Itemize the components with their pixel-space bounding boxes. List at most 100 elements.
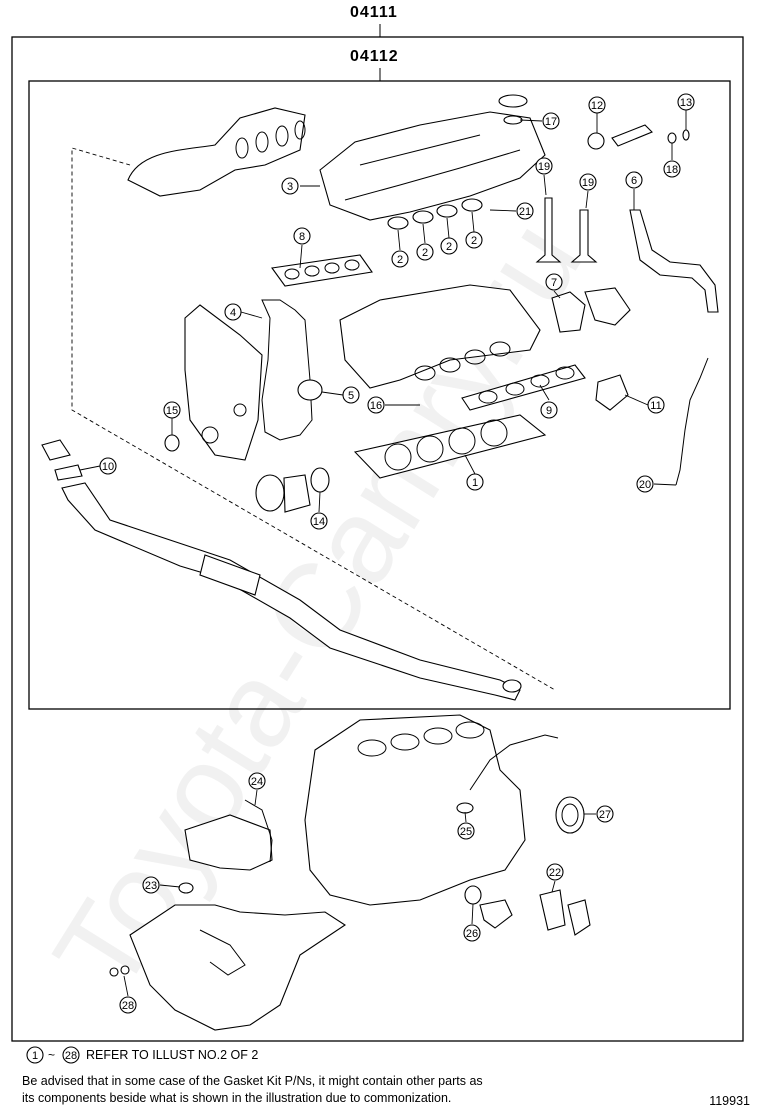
dipstick-o-ring-25	[456, 802, 474, 814]
svg-text:13: 13	[680, 97, 692, 109]
svg-text:12: 12	[591, 100, 603, 112]
water-inlet-pipe	[629, 209, 719, 313]
exhaust-flange	[41, 439, 83, 481]
plug-tube-seals	[387, 198, 483, 230]
callout-5: 5	[342, 386, 360, 404]
timing-cover	[184, 304, 263, 461]
outer-kit-number: 04111	[350, 4, 398, 21]
svg-text:4: 4	[230, 307, 236, 319]
svg-text:3: 3	[287, 181, 293, 193]
callout-18: 18	[663, 160, 681, 178]
svg-text:9: 9	[546, 405, 552, 417]
seal-15	[164, 434, 180, 452]
svg-text:23: 23	[145, 880, 157, 892]
note-range-separator: ~	[48, 1048, 55, 1062]
svg-text:24: 24	[251, 776, 263, 788]
callout-24: 24	[248, 772, 266, 790]
callout-10: 10	[99, 457, 117, 475]
svg-text:19: 19	[538, 161, 550, 173]
exhaust-manifold-gasket	[271, 254, 373, 287]
svg-text:11: 11	[650, 400, 661, 412]
oil-filler-cap	[498, 94, 528, 125]
o-ring-5	[297, 379, 323, 401]
callout-12: 12	[588, 96, 606, 114]
svg-text:27: 27	[599, 809, 611, 821]
callout-27: 27	[596, 805, 614, 823]
callout-6: 6	[625, 171, 643, 189]
callout-16: 16	[367, 396, 385, 414]
advice-line-2: its components beside what is shown in t…	[22, 1091, 452, 1105]
intake-manifold	[127, 107, 306, 197]
rear-oil-seal-retainer	[555, 796, 585, 834]
note-range-start-bubble: 1	[26, 1046, 44, 1064]
callout-25: 25	[457, 822, 475, 840]
callout-8: 8	[293, 227, 311, 245]
knock-sensor-bracket	[479, 899, 513, 929]
cylinder-head-gasket	[353, 414, 547, 479]
svg-text:20: 20	[639, 479, 651, 491]
svg-text:2: 2	[397, 254, 403, 266]
callout-1: 1	[466, 473, 484, 491]
oil-strainer-gasket	[178, 882, 194, 894]
dashed-group-line	[71, 147, 556, 691]
inner-kit-number: 04112	[350, 48, 399, 65]
callout-21: 21	[516, 202, 534, 220]
callout-7: 7	[545, 273, 563, 291]
oil-pressure-switch-bracket	[539, 889, 591, 936]
callout-2: 2	[416, 243, 434, 261]
callout-19: 19	[579, 173, 597, 191]
note-range-end-bubble: 28	[62, 1046, 80, 1064]
dipstick-guide-gasket	[595, 374, 629, 411]
callout-2: 2	[465, 231, 483, 249]
callout-2: 2	[440, 237, 458, 255]
advice-line-1: Be advised that in some case of the Gask…	[22, 1074, 483, 1088]
callout-26: 26	[463, 924, 481, 942]
svg-text:26: 26	[466, 928, 478, 940]
callout-14: 14	[310, 512, 328, 530]
callout-9: 9	[540, 401, 558, 419]
svg-text:6: 6	[631, 175, 637, 187]
callout-23: 23	[142, 876, 160, 894]
svg-text:10: 10	[102, 461, 114, 473]
callout-13: 13	[677, 93, 695, 111]
svg-text:5: 5	[348, 390, 354, 402]
dipstick-tube	[675, 357, 709, 486]
svg-text:18: 18	[666, 164, 678, 176]
leader-lines	[79, 110, 687, 997]
callout-17: 17	[542, 112, 560, 130]
svg-text:2: 2	[446, 241, 452, 253]
svg-text:25: 25	[460, 826, 472, 838]
oil-pan-plugs	[109, 965, 130, 977]
o-ring-13	[682, 129, 690, 141]
o-ring-14	[310, 467, 330, 493]
callout-4: 4	[224, 303, 242, 321]
svg-text:16: 16	[370, 400, 382, 412]
water-pump	[255, 474, 311, 513]
svg-text:2: 2	[471, 235, 477, 247]
callout-19: 19	[535, 157, 553, 175]
callout-15: 15	[163, 401, 181, 419]
oil-pan	[129, 904, 347, 1031]
water-outlet-housing	[551, 287, 631, 333]
refer-note: REFER TO ILLUST NO.2 OF 2	[86, 1048, 259, 1062]
svg-text:28: 28	[65, 1050, 77, 1062]
seal-26	[464, 885, 482, 905]
oil-dipstick	[469, 734, 559, 791]
outer-kit-frame	[11, 36, 744, 1042]
svg-text:1: 1	[32, 1050, 38, 1062]
svg-text:8: 8	[299, 231, 305, 243]
svg-text:21: 21	[519, 206, 531, 218]
svg-text:7: 7	[551, 277, 557, 289]
svg-text:19: 19	[582, 177, 594, 189]
o-ring-18	[667, 132, 677, 144]
callout-20: 20	[636, 475, 654, 493]
valve	[535, 197, 598, 263]
timing-chain-guide	[184, 799, 273, 871]
callout-11: 11	[647, 396, 665, 414]
svg-text:14: 14	[313, 516, 325, 528]
exhaust-pipe	[61, 482, 522, 701]
svg-text:22: 22	[549, 867, 561, 879]
pcv-pipe	[587, 124, 653, 150]
valve-cover	[319, 111, 546, 221]
svg-text:15: 15	[166, 405, 178, 417]
